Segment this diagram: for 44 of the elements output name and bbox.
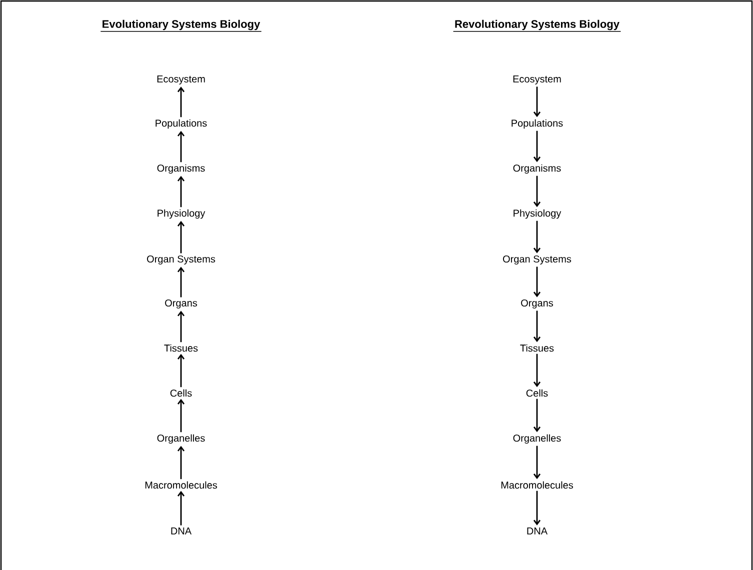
level-label: Organs (521, 299, 554, 308)
arrow (533, 176, 541, 208)
arrow (177, 220, 185, 254)
arrow (177, 266, 185, 298)
level-label: DNA (527, 528, 548, 534)
level-label: DNA (171, 528, 192, 534)
arrow (533, 220, 541, 254)
arrow (533, 446, 541, 480)
arrow (177, 446, 185, 480)
level-label: Populations (512, 119, 563, 129)
arrow (177, 86, 185, 118)
column-heading: Evolutionary Systems Biology (100, 20, 262, 32)
arrow (533, 266, 541, 298)
arrow (177, 130, 185, 162)
level-label: Cells (170, 389, 192, 397)
level-label: Ecosystem (513, 76, 561, 84)
arrow (177, 176, 185, 208)
arrow (533, 310, 541, 342)
level-label: Organelles (513, 434, 561, 444)
level-label: Cells (526, 389, 548, 397)
level-label: Organ Systems (503, 255, 572, 265)
column-heading: Revolutionary Systems Biology (452, 20, 622, 32)
arrow (533, 354, 541, 388)
level-label: Organisms (157, 164, 205, 174)
level-label: Organelles (157, 434, 205, 444)
level-label: Organisms (513, 164, 561, 174)
level-label: Populations (156, 119, 207, 129)
level-label: Organ Systems (147, 255, 216, 265)
arrow (177, 490, 185, 526)
arrow (533, 86, 541, 118)
arrow (533, 490, 541, 526)
arrow (177, 398, 185, 432)
level-label: Macromolecules (145, 481, 218, 489)
arrow (533, 398, 541, 432)
arrow (177, 310, 185, 342)
level-label: Physiology (514, 209, 562, 219)
level-label: Ecosystem (157, 76, 205, 84)
level-label: Tissues (520, 344, 554, 352)
level-label: Physiology (158, 209, 206, 219)
level-label: Tissues (164, 344, 198, 352)
arrow (533, 130, 541, 162)
arrow (177, 354, 185, 388)
level-label: Macromolecules (501, 481, 574, 489)
level-label: Organs (165, 299, 198, 308)
